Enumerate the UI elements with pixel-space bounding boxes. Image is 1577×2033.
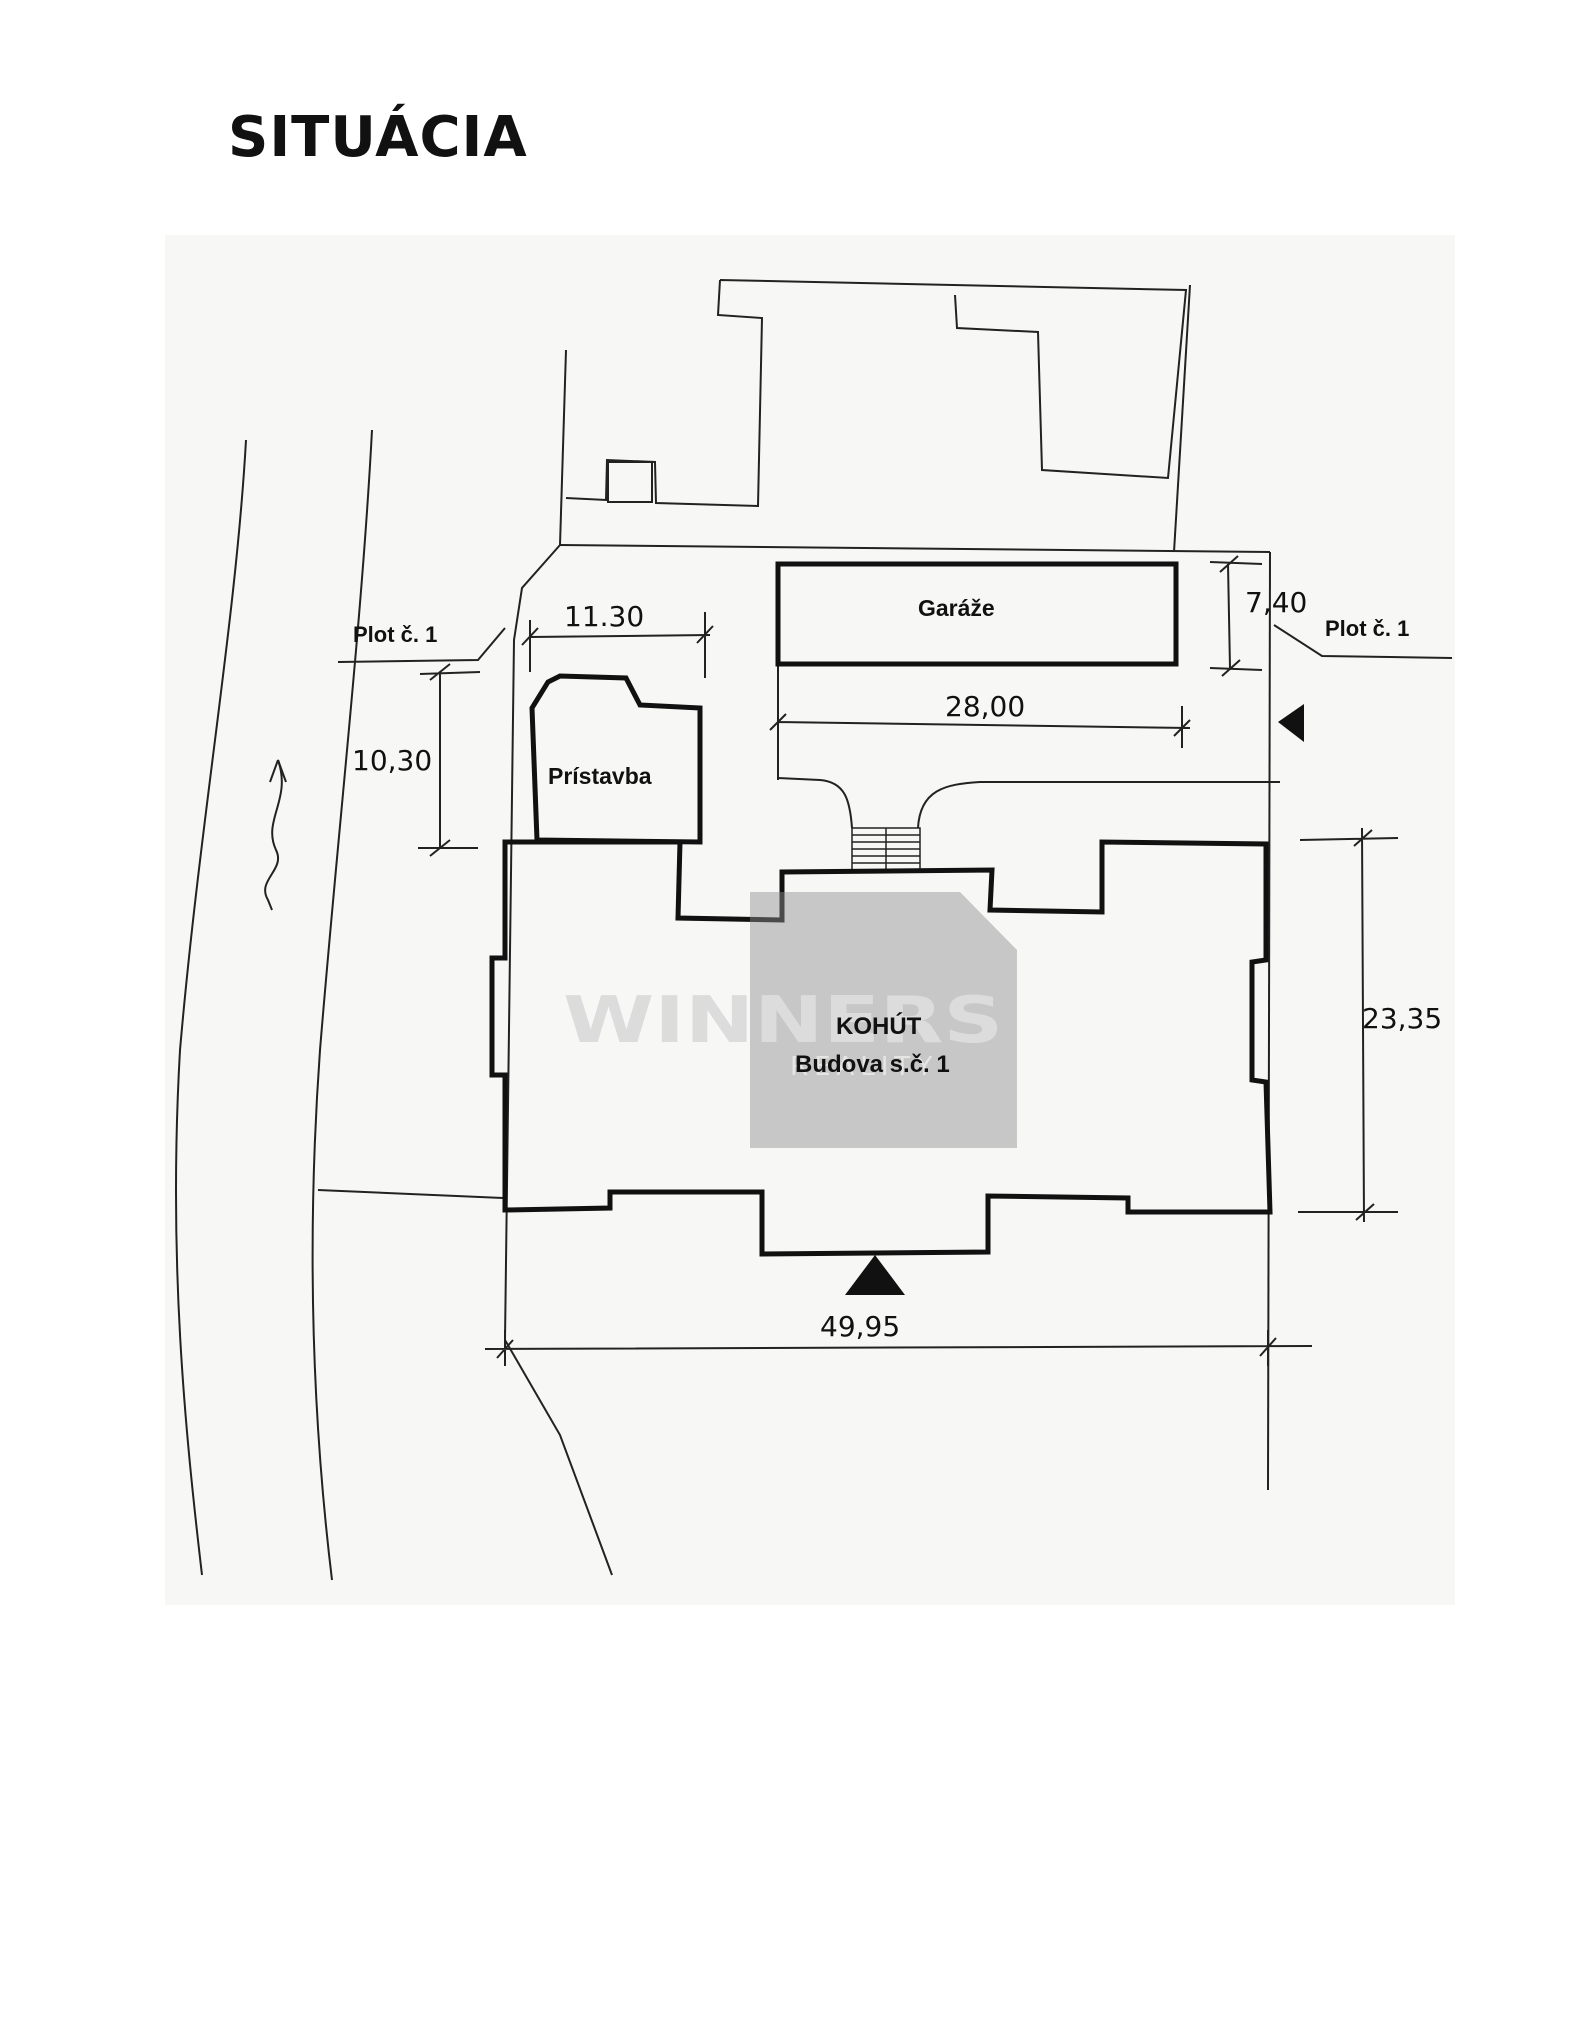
dimension-lines (418, 555, 1399, 1366)
dim-line-building-width (484, 1330, 1313, 1366)
building-number-label: Budova s.č. 1 (795, 1051, 950, 1078)
small-shed (607, 461, 653, 503)
road-edge-right (311, 429, 373, 1581)
plan-paper (165, 235, 1455, 1605)
property-lines (317, 279, 1453, 1576)
driveway-right (917, 781, 1280, 829)
plot-line-right-top (1173, 284, 1191, 553)
dim-garage-length: 28,00 (945, 690, 1025, 723)
leader-right (1273, 624, 1453, 659)
main-building-outline (489, 839, 1273, 1257)
dim-line-annex-width (521, 612, 714, 678)
watermark-brand: WINNERS (563, 984, 1003, 1058)
stairs (851, 827, 921, 871)
watermark: WINNERS REALITY (563, 892, 1017, 1148)
watermark-plate (750, 892, 1017, 1148)
road-edge-left (174, 439, 247, 1576)
watermark-sub: REALITY (790, 1052, 938, 1082)
page-title: SITUÁCIA (228, 105, 528, 170)
neighbour-boundary (565, 279, 1188, 508)
building-name-label: KOHÚT (836, 1012, 922, 1040)
dim-line-garage-depth (1209, 555, 1263, 677)
plot-line-left-top (559, 349, 567, 546)
leader-left (337, 627, 506, 663)
dim-line-garage-length (769, 706, 1191, 748)
dim-annex-width: 11.30 (564, 600, 644, 633)
plot-line-top (559, 544, 1271, 553)
buildings (489, 561, 1273, 1257)
fence-label-right: Plot č. 1 (1325, 616, 1409, 641)
annex-outline (529, 673, 703, 845)
fence-label-left: Plot č. 1 (353, 622, 437, 647)
annex-label: Prístavba (548, 763, 652, 789)
dim-building-width: 49,95 (820, 1310, 900, 1343)
garages-outline (775, 561, 1179, 667)
plot-line-diagonal (503, 544, 613, 1576)
dim-annex-depth: 10,30 (352, 744, 432, 777)
dim-line-annex-depth (418, 663, 481, 857)
north-arrow-icon (264, 759, 287, 911)
dim-garage-depth: 7,40 (1245, 586, 1307, 619)
dim-line-building-depth (1298, 827, 1399, 1223)
side-entrance-arrow-icon (1278, 704, 1304, 742)
garages-label: Garáže (918, 595, 995, 621)
entrance-arrow-icon (845, 1255, 905, 1295)
driveway-left (777, 777, 853, 829)
road (174, 429, 373, 1581)
plot-line-south-west (317, 1189, 504, 1199)
dim-building-depth: 23,35 (1362, 1002, 1442, 1035)
